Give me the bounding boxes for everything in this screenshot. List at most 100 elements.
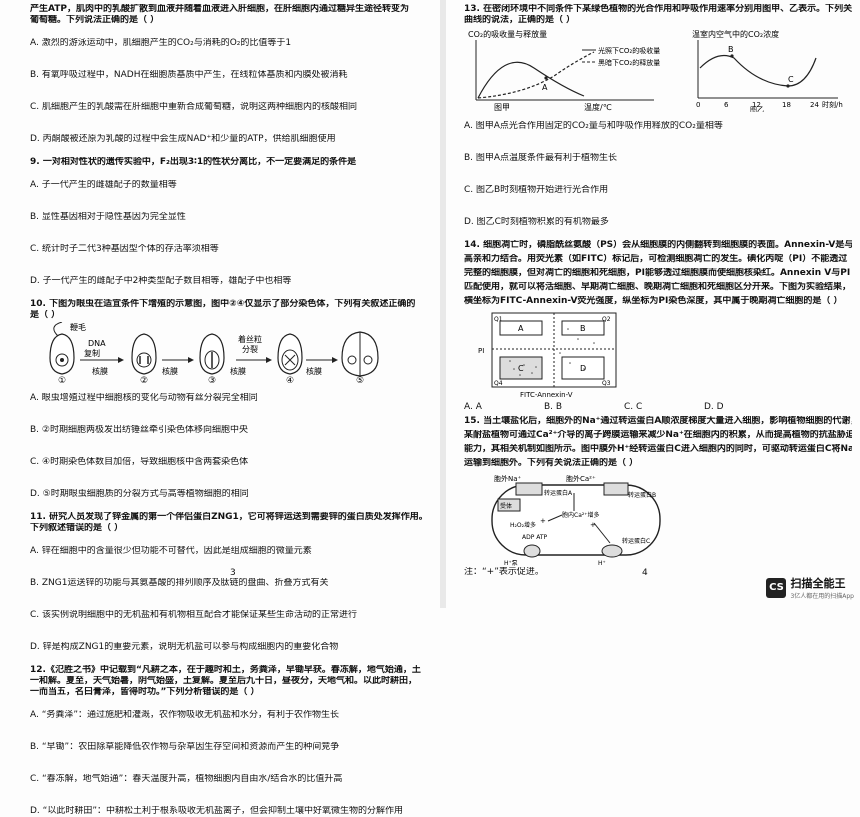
q14-stem-line: 高亲和力结合。用荧光素（如FITC）标记后，可检测细胞凋亡的发生。碘化丙啶（PI… <box>464 254 848 264</box>
cell-5: ⑤ <box>341 331 379 384</box>
q12-option-d: D. “以此时耕田”：中耕松土利于根系吸收无机盐离子，但会抑制土壤中好氧微生物的… <box>30 806 403 816</box>
yi-tick: 6 <box>724 101 729 109</box>
q8-stem-line: 葡萄糖。下列说法正确的是（ ） <box>30 15 160 25</box>
q1-label: Q1 <box>494 316 503 323</box>
scanner-watermark: CS 扫描全能王 3亿人都在用的扫描App <box>766 575 854 600</box>
q8-option-a: A. 激烈的游泳运动中，肌细胞产生的CO₂与消耗的O₂的比值等于1 <box>30 38 292 48</box>
q4-label: Q4 <box>494 380 503 387</box>
q10-option-a: A. 眼虫增殖过程中细胞核的变化与动物有丝分裂完全相同 <box>30 393 258 403</box>
flow-cytometry-figure: A B C D Q1 Q2 Q3 Q4 PI FITC-Annexin-V <box>478 312 617 399</box>
q8-option-c: C. 肌细胞产生的乳酸需在肝细胞中重新合成葡萄糖，说明这两种细胞内的核酸相同 <box>30 102 358 112</box>
q15-stem-line: 能力，其相关机制如图所示。图中膜外H⁺经转运蛋白C进入细胞内的同时，可驱动转运蛋… <box>464 444 852 454</box>
q11-block: 11. 研究人员发现了锌金属的第一个伴侣蛋白ZNG1，它可将锌运送到需要锌的蛋白… <box>30 512 430 653</box>
q14-block: 14. 细胞凋亡时，磷脂酰丝氨酸（PS）会从细胞膜的内侧翻转到细胞膜的表面。An… <box>464 240 852 413</box>
jia-legend-dark: 黑暗下CO₂的释放量 <box>598 58 660 67</box>
q8-block: 产生ATP，肌肉中的乳酸扩散到血液并随着血液进入肝细胞，在肝细胞内通过糖异生途径… <box>30 4 430 145</box>
q14-stem-line: 完整的细胞膜，但对凋亡的细胞和死细胞，PI能够透过细胞膜而使细胞核染红。Anne… <box>464 268 851 278</box>
jia-caption: 图甲 <box>494 103 510 112</box>
watermark-title: 扫描全能王 <box>790 577 846 590</box>
box-d-label: D <box>580 364 586 373</box>
box-b <box>561 320 605 336</box>
q11-option-b: B. ZNG1运送锌的功能与其氨基酸的排列顺序及肽链的盘曲、折叠方式有关 <box>30 578 329 588</box>
jia-ylabel: CO₂的吸收量与释放量 <box>468 29 547 39</box>
book-spine <box>440 0 446 608</box>
jia-point-a <box>544 76 548 80</box>
q12-block: 12.《氾胜之书》中记载到“凡耕之本，在于趣时和土，务粪泽，早锄早获。春冻解，地… <box>30 665 430 817</box>
q14-option-b: B. B <box>544 402 563 412</box>
camscanner-logo-icon: CS <box>766 577 787 598</box>
y-axis-label: PI <box>478 347 484 355</box>
transporter-a <box>515 482 543 496</box>
transporter-c-label: 转运蛋白C <box>622 537 650 545</box>
cell-1: 鞭毛 ① <box>49 322 86 384</box>
transporter-b-label: 转运蛋白B <box>628 491 656 499</box>
q14-option-c: C. C <box>624 402 643 412</box>
h-pump-label: H⁺泵 <box>504 560 518 567</box>
jia-legend-light: 光照下CO₂的吸收量 <box>598 46 660 55</box>
centromere-label: 着丝粒 <box>238 334 262 344</box>
q11-stem-line: 11. 研究人员发现了锌金属的第一个伴侣蛋白ZNG1，它可将锌运送到需要锌的蛋白… <box>30 512 428 522</box>
q10-stem-line: 是（ ） <box>30 310 61 320</box>
q10-stem-line: 10. 下图为眼虫在适宜条件下增殖的示意图，图中②④仅显示了部分染色体，下列有关… <box>30 299 416 309</box>
yi-tick: 18 <box>782 101 791 109</box>
transporter-b <box>603 482 629 496</box>
q3-label: Q3 <box>602 380 611 387</box>
box-a <box>499 320 543 336</box>
q13-option-c: C. 图乙B时刻植物开始进行光合作用 <box>464 185 609 195</box>
q13-option-b: B. 图甲A点温度条件最有利于植物生长 <box>464 153 618 163</box>
cell-3: ③ <box>199 333 225 384</box>
q15-stem-line: 15. 当土壤盐化后，细胞外的Na⁺通过转运蛋白A顺浓度梯度大量进入细胞，影响植… <box>464 416 852 426</box>
q12-option-a: A. “务粪泽”：通过施肥和灌溉，农作物吸收无机盐和水分，有利于农作物生长 <box>30 710 340 720</box>
ca-out-label: 胞外Ca²⁺ <box>566 474 596 483</box>
ion-transport-figure: 胞外Na⁺ 胞外Ca²⁺ 转运蛋白A 转运蛋白B 受体 胞内Ca²⁺增多 H₂O… <box>491 474 661 567</box>
page-number: 3 <box>230 568 236 578</box>
h2o2-label: H₂O₂增多 <box>510 521 536 529</box>
q10-option-d: D. ⑤时期眼虫细胞质的分裂方式与高等植物细胞的相同 <box>30 489 249 499</box>
q9-option-c: C. 统计时子二代3种基因型个体的存活率须相等 <box>30 244 219 254</box>
box-a-label: A <box>518 324 524 333</box>
q15-stem-line: 运输到细胞外。下列有关说法正确的是（ ） <box>464 458 639 468</box>
q15-stem-line: 某耐盐植物可通过Ca²⁺介导的离子跨膜运输来减少Na⁺在细胞内的积累，从而提高植… <box>464 430 852 440</box>
transporter-c <box>601 544 623 558</box>
right-page: 13. 在密闭环境中不同条件下某绿色植物的光合作用和呼吸作用速率分别用图甲、乙表… <box>446 0 860 608</box>
q8-stem-line: 产生ATP，肌肉中的乳酸扩散到血液并随着血液进入肝细胞，在肝细胞内通过糖异生途径… <box>30 4 410 14</box>
replicate-label: 复制 <box>84 348 100 358</box>
q9-option-d: D. 子一代产生的雌配子中2种类型配子数目相等，雄配子中也相等 <box>30 276 292 286</box>
nuclear-membrane-label: 核膜 <box>92 366 108 376</box>
h-pump <box>523 544 541 558</box>
flagellum-label: 鞭毛 <box>70 322 86 332</box>
scatter-dots <box>509 328 595 376</box>
q9-option-a: A. 子一代产生的雌雄配子的数量相等 <box>30 180 177 190</box>
q14-stem-line: 横坐标为FITC-Annexin-V荧光强度，纵坐标为PI染色深度，其中属于晚期… <box>464 296 843 306</box>
h-ion-label: H⁺ <box>598 560 606 567</box>
q9-stem: 9. 一对相对性状的遗传实验中，F₂出现3∶1的性状分离比，不一定要满足的条件是 <box>30 157 357 167</box>
q13-stem-line: 13. 在密闭环境中不同条件下某绿色植物的光合作用和呼吸作用速率分别用图甲、乙表… <box>464 4 852 14</box>
q11-option-d: D. 锌是构成ZNG1的重要元素，说明无机盐可以参与构成细胞内的重要化合物 <box>30 642 339 652</box>
cell-2: ② <box>131 333 157 384</box>
cell-num: ④ <box>286 376 294 384</box>
jia-dark-curve <box>477 51 595 99</box>
q11-option-a: A. 锌在细胞中的含量很少但功能不可替代，因此是组成细胞的微量元素 <box>30 546 312 556</box>
yi-tick: 12 <box>752 101 761 109</box>
cell-num: ② <box>140 376 148 384</box>
transporter-a-label: 转运蛋白A <box>544 489 573 497</box>
yi-ylabel: 温室内空气中的CO₂浓度 <box>692 29 779 39</box>
yi-caption: 图乙 <box>750 106 764 112</box>
jia-xlabel: 温度/℃ <box>584 102 612 112</box>
q13-option-d: D. 图乙C时刻植物积累的有机物最多 <box>464 217 609 227</box>
cell-4: ④ <box>277 333 303 384</box>
q14-stem-line: 14. 细胞凋亡时，磷脂酰丝氨酸（PS）会从细胞膜的内侧翻转到细胞膜的表面。An… <box>464 240 852 250</box>
nuclear-membrane-label: 核膜 <box>230 366 246 376</box>
q14-option-d: D. D <box>704 402 724 412</box>
q8-option-d: D. 丙酮酸被还原为乳酸的过程中会生成NAD⁺和少量的ATP，供给肌细胞使用 <box>30 134 336 144</box>
yi-tick: 0 <box>696 101 700 109</box>
nuclear-membrane-label: 核膜 <box>306 366 322 376</box>
dna-label: DNA <box>88 339 106 348</box>
atp-label: ADP ATP <box>522 534 548 541</box>
q15-note: 注：“+”表示促进。 <box>464 567 544 577</box>
q13-option-a: A. 图甲A点光合作用固定的CO₂量与和呼吸作用释放的CO₂量相等 <box>464 121 723 131</box>
yi-curve <box>699 55 817 87</box>
watermark-subtitle: 3亿人都在用的扫描App <box>790 593 854 600</box>
q12-option-b: B. “早锄”：农田除草能降低农作物与杂草因生存空间和资源而产生的种间竞争 <box>30 742 340 752</box>
nuclear-membrane-label: 核膜 <box>162 366 178 376</box>
